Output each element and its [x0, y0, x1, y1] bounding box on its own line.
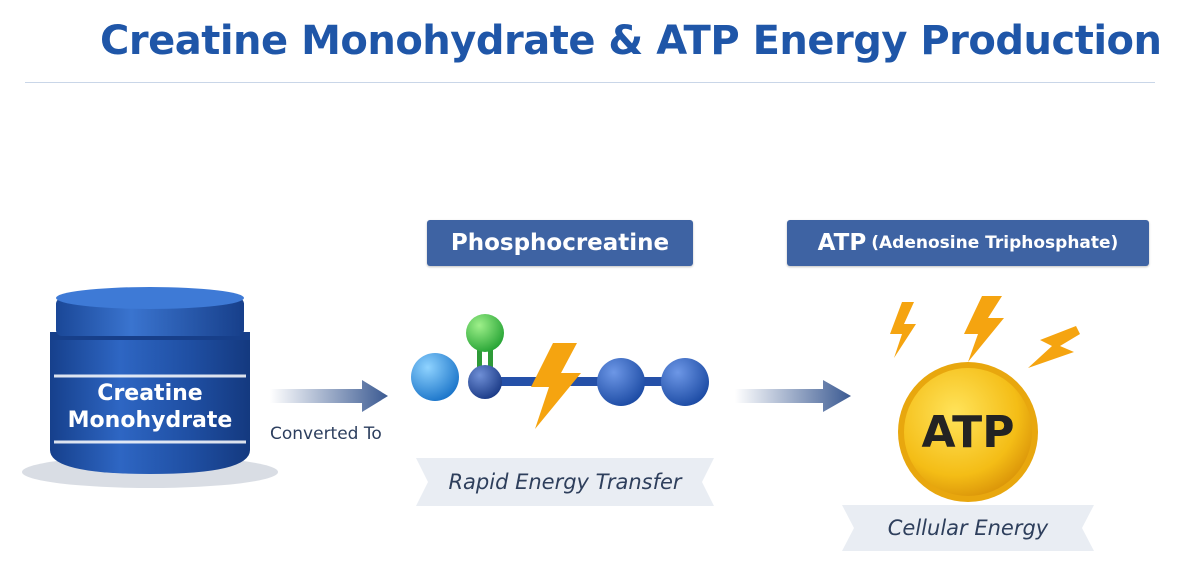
rapid-energy-transfer-ribbon: Rapid Energy Transfer: [416, 458, 714, 506]
atp-label-paren: (Adenosine Triphosphate): [871, 233, 1119, 253]
title-divider: [25, 82, 1155, 83]
ribbon-shape: [416, 458, 714, 506]
arrow-right-icon: [735, 380, 851, 412]
lightning-bolts-icon: [890, 296, 1080, 368]
arrow-right-icon: [270, 380, 388, 412]
jar-label-line2: Monohydrate: [67, 408, 233, 433]
creatine-jar-icon: [22, 287, 278, 488]
phosphocreatine-label: Phosphocreatine: [427, 220, 693, 266]
cellular-energy-ribbon: Cellular Energy: [842, 505, 1094, 551]
page-title: Creatine Monohydrate & ATP Energy Produc…: [100, 18, 1162, 64]
lightning-bolt-icon: [531, 343, 581, 429]
ribbon-shape: [842, 505, 1094, 551]
jar-label: Creatine Monohydrate: [50, 380, 250, 434]
converted-to-label: Converted To: [270, 424, 382, 444]
atp-coin-text: ATP: [921, 406, 1015, 458]
phosphocreatine-molecule-icon: [411, 314, 709, 429]
atp-label-main: ATP: [817, 230, 867, 256]
cellular-energy-label: Cellular Energy: [887, 516, 1049, 540]
atp-label: ATP (Adenosine Triphosphate): [787, 220, 1149, 266]
atp-coin-icon: [898, 362, 1038, 502]
jar-label-line1: Creatine: [97, 381, 203, 406]
rapid-energy-transfer-label: Rapid Energy Transfer: [448, 470, 682, 494]
